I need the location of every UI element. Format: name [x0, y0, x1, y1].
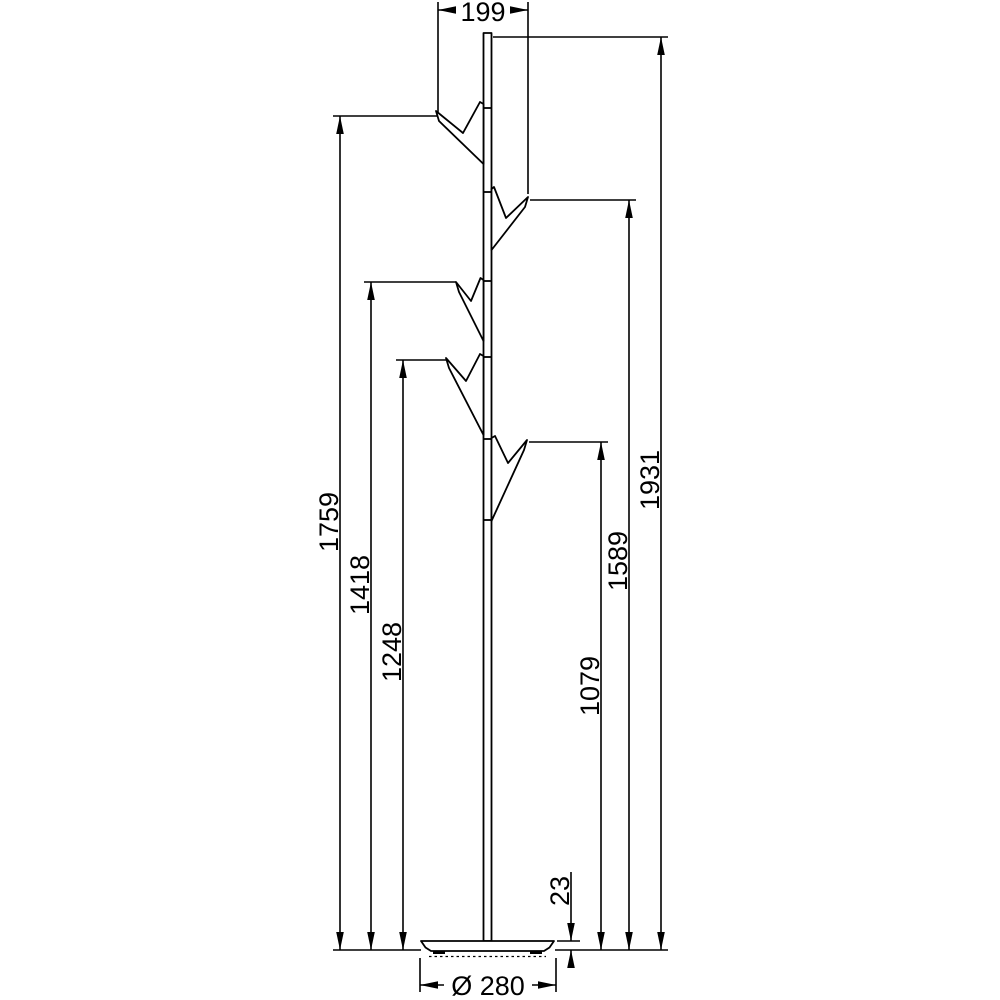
dim-label-1418: 1418	[345, 555, 375, 615]
label-background	[444, 972, 532, 998]
arrowhead-down	[336, 932, 344, 950]
arrowhead-up	[367, 282, 375, 300]
arrowhead-right	[510, 6, 528, 14]
label-background	[456, 0, 510, 23]
hook-branch-2-right	[490, 186, 529, 251]
arrowhead-up	[567, 950, 575, 968]
dim-label-1759: 1759	[314, 492, 344, 552]
arrowhead-down	[625, 932, 633, 950]
hook-branch-1-left	[435, 101, 485, 165]
dim-label-1589: 1589	[603, 531, 633, 591]
dim-label-1248: 1248	[377, 622, 407, 682]
arrowhead-up	[597, 442, 605, 460]
arrowhead-up	[657, 37, 665, 55]
dimension-base-height: 23	[545, 872, 580, 968]
dim-label-base-diameter: Ø 280	[451, 971, 525, 1000]
coat-stand	[420, 32, 555, 958]
dim-label-1079: 1079	[575, 656, 605, 716]
arrowhead-left	[438, 6, 456, 14]
arrowhead-down	[367, 932, 375, 950]
arrowhead-up	[336, 116, 344, 134]
dimension-total-height: 1931	[493, 36, 668, 950]
dimension-hook-span: 199	[437, 0, 529, 194]
hook-branch-4-left	[445, 353, 485, 436]
dim-label-1931: 1931	[635, 450, 665, 510]
dimension-hook2-height: 1589	[530, 199, 636, 950]
hook-branch-5-right	[490, 435, 528, 522]
pole-joint-ticks	[483, 107, 492, 521]
base-plate	[420, 940, 555, 952]
arrowhead-down	[657, 932, 665, 950]
stand-base	[420, 940, 555, 958]
arrowhead-down	[597, 932, 605, 950]
dimension-hook4-height: 1248	[377, 359, 446, 950]
dim-label-23: 23	[545, 876, 575, 906]
dimension-hook3-height: 1418	[345, 281, 456, 950]
arrowhead-down	[399, 932, 407, 950]
stand-pole	[482, 32, 493, 942]
dimension-base-diameter: Ø 280	[419, 958, 557, 1000]
dim-label-hook-span: 199	[460, 0, 505, 27]
arrowhead-up	[399, 360, 407, 378]
dimension-hook1-height: 1759	[314, 115, 437, 950]
arrowhead-up	[625, 200, 633, 218]
hook-branch-3-left	[455, 277, 485, 342]
arrowhead-right	[538, 981, 556, 989]
dimension-hook5-height: 1079	[529, 441, 608, 950]
arrowhead-down	[567, 923, 575, 941]
arrowhead-left	[420, 981, 438, 989]
